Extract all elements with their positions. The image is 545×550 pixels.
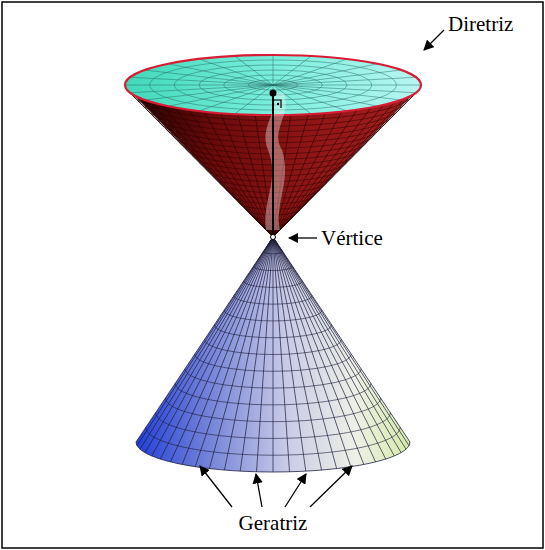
cone-axis [272,93,274,237]
lower-nappe-mesh [137,237,409,472]
parallel-ring [175,383,371,404]
parallel-ring [205,340,342,355]
leader-arrow [285,474,306,507]
upper-nappe-mesh [126,89,420,237]
parallel-ring [146,427,400,455]
leader-arrow [310,466,352,507]
parallel-ring [185,369,361,388]
parallel-ring [214,325,331,338]
lower-nappe-surface [136,237,410,472]
parallel-ring [263,252,283,254]
parallel-ring [156,413,391,439]
vertex-point [271,235,276,240]
parallel-ring [244,281,303,287]
generatrix-label: Geratriz [239,511,308,535]
upper-nappe [125,55,421,237]
vertex-label: Vértice [321,226,383,250]
parallel-ring [224,310,322,321]
parallel-ring [195,354,352,371]
leader-arrow [200,466,232,507]
right-angle-dot [277,103,279,105]
axis-glow [265,93,285,230]
leader-arrow [289,237,317,238]
directrix-label: Diretriz [448,12,513,36]
parallel-ring [165,398,380,422]
disc-ring [199,70,347,100]
leader-arrow [256,474,262,507]
right-angle-mark [273,100,281,108]
parallel-ring [253,266,292,270]
axis-center-dot [270,90,277,97]
upper-nappe-surface [125,85,421,237]
leader-arrows [200,30,444,507]
leader-arrow [424,30,444,50]
disc-ring [248,80,297,90]
lower-nappe [136,237,410,472]
parallel-ring [234,296,312,305]
